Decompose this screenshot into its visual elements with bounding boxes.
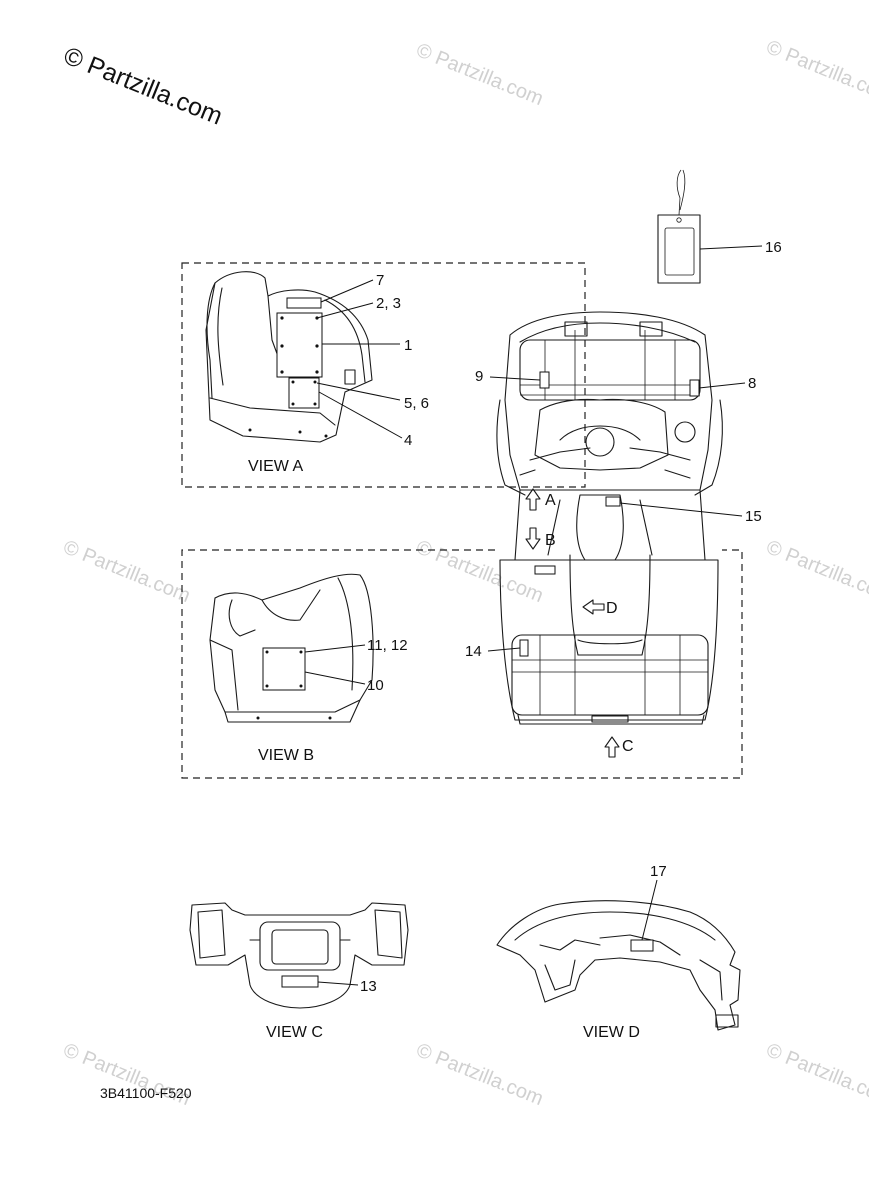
view-d-side-illustration	[496, 879, 741, 1031]
view-b-frame	[181, 549, 743, 779]
view-d-label: VIEW D	[583, 1024, 640, 1041]
arrow-label-c: C	[622, 738, 634, 755]
view-a-fender-illustration	[205, 271, 403, 443]
view-b-fender-illustration	[209, 573, 374, 723]
view-arrow-b: B	[525, 527, 556, 550]
callout-14: 14	[465, 643, 482, 660]
callout-2-3: 2, 3	[376, 295, 401, 312]
brand-watermark: © Partzilla.com	[60, 42, 227, 131]
view-arrow-d: D	[582, 599, 618, 617]
watermark-text: © Partzilla.com	[413, 1039, 546, 1110]
watermark-layer: © Partzilla.com © Partzilla.com © Partzi…	[60, 36, 869, 1110]
callout-9: 9	[475, 368, 483, 385]
watermark-text: © Partzilla.com	[60, 536, 193, 607]
watermark-text: © Partzilla.com	[763, 1039, 869, 1110]
callout-1: 1	[404, 337, 412, 354]
callout-17: 17	[650, 863, 667, 880]
view-a-frame	[181, 262, 586, 488]
watermark-text: © Partzilla.com	[413, 39, 546, 110]
atv-top-view-illustration	[487, 311, 746, 725]
arrow-label-d: D	[606, 600, 618, 617]
callout-16: 16	[765, 239, 782, 256]
callout-5-6: 5, 6	[404, 395, 429, 412]
diagram-code: 3B41100-F520	[100, 1085, 192, 1101]
callout-15: 15	[745, 508, 762, 525]
callout-11-12: 11, 12	[367, 637, 408, 654]
watermark-text: © Partzilla.com	[763, 536, 869, 607]
view-c-front-panel-illustration	[189, 902, 409, 1009]
watermark-text: © Partzilla.com	[413, 536, 546, 607]
callout-4: 4	[404, 432, 412, 449]
view-b-label: VIEW B	[258, 747, 314, 764]
callout-10: 10	[367, 677, 384, 694]
watermark-text: © Partzilla.com	[763, 36, 869, 107]
view-c-label: VIEW C	[266, 1024, 323, 1041]
view-a-label: VIEW A	[248, 458, 303, 475]
view-arrow-c: C	[604, 736, 634, 758]
hang-tag-illustration	[657, 169, 763, 284]
callout-8: 8	[748, 375, 756, 392]
arrow-label-b: B	[545, 532, 556, 549]
callout-13: 13	[360, 978, 377, 995]
view-arrow-a: A	[525, 488, 556, 511]
callout-7: 7	[376, 272, 384, 289]
arrow-label-a: A	[545, 492, 556, 509]
